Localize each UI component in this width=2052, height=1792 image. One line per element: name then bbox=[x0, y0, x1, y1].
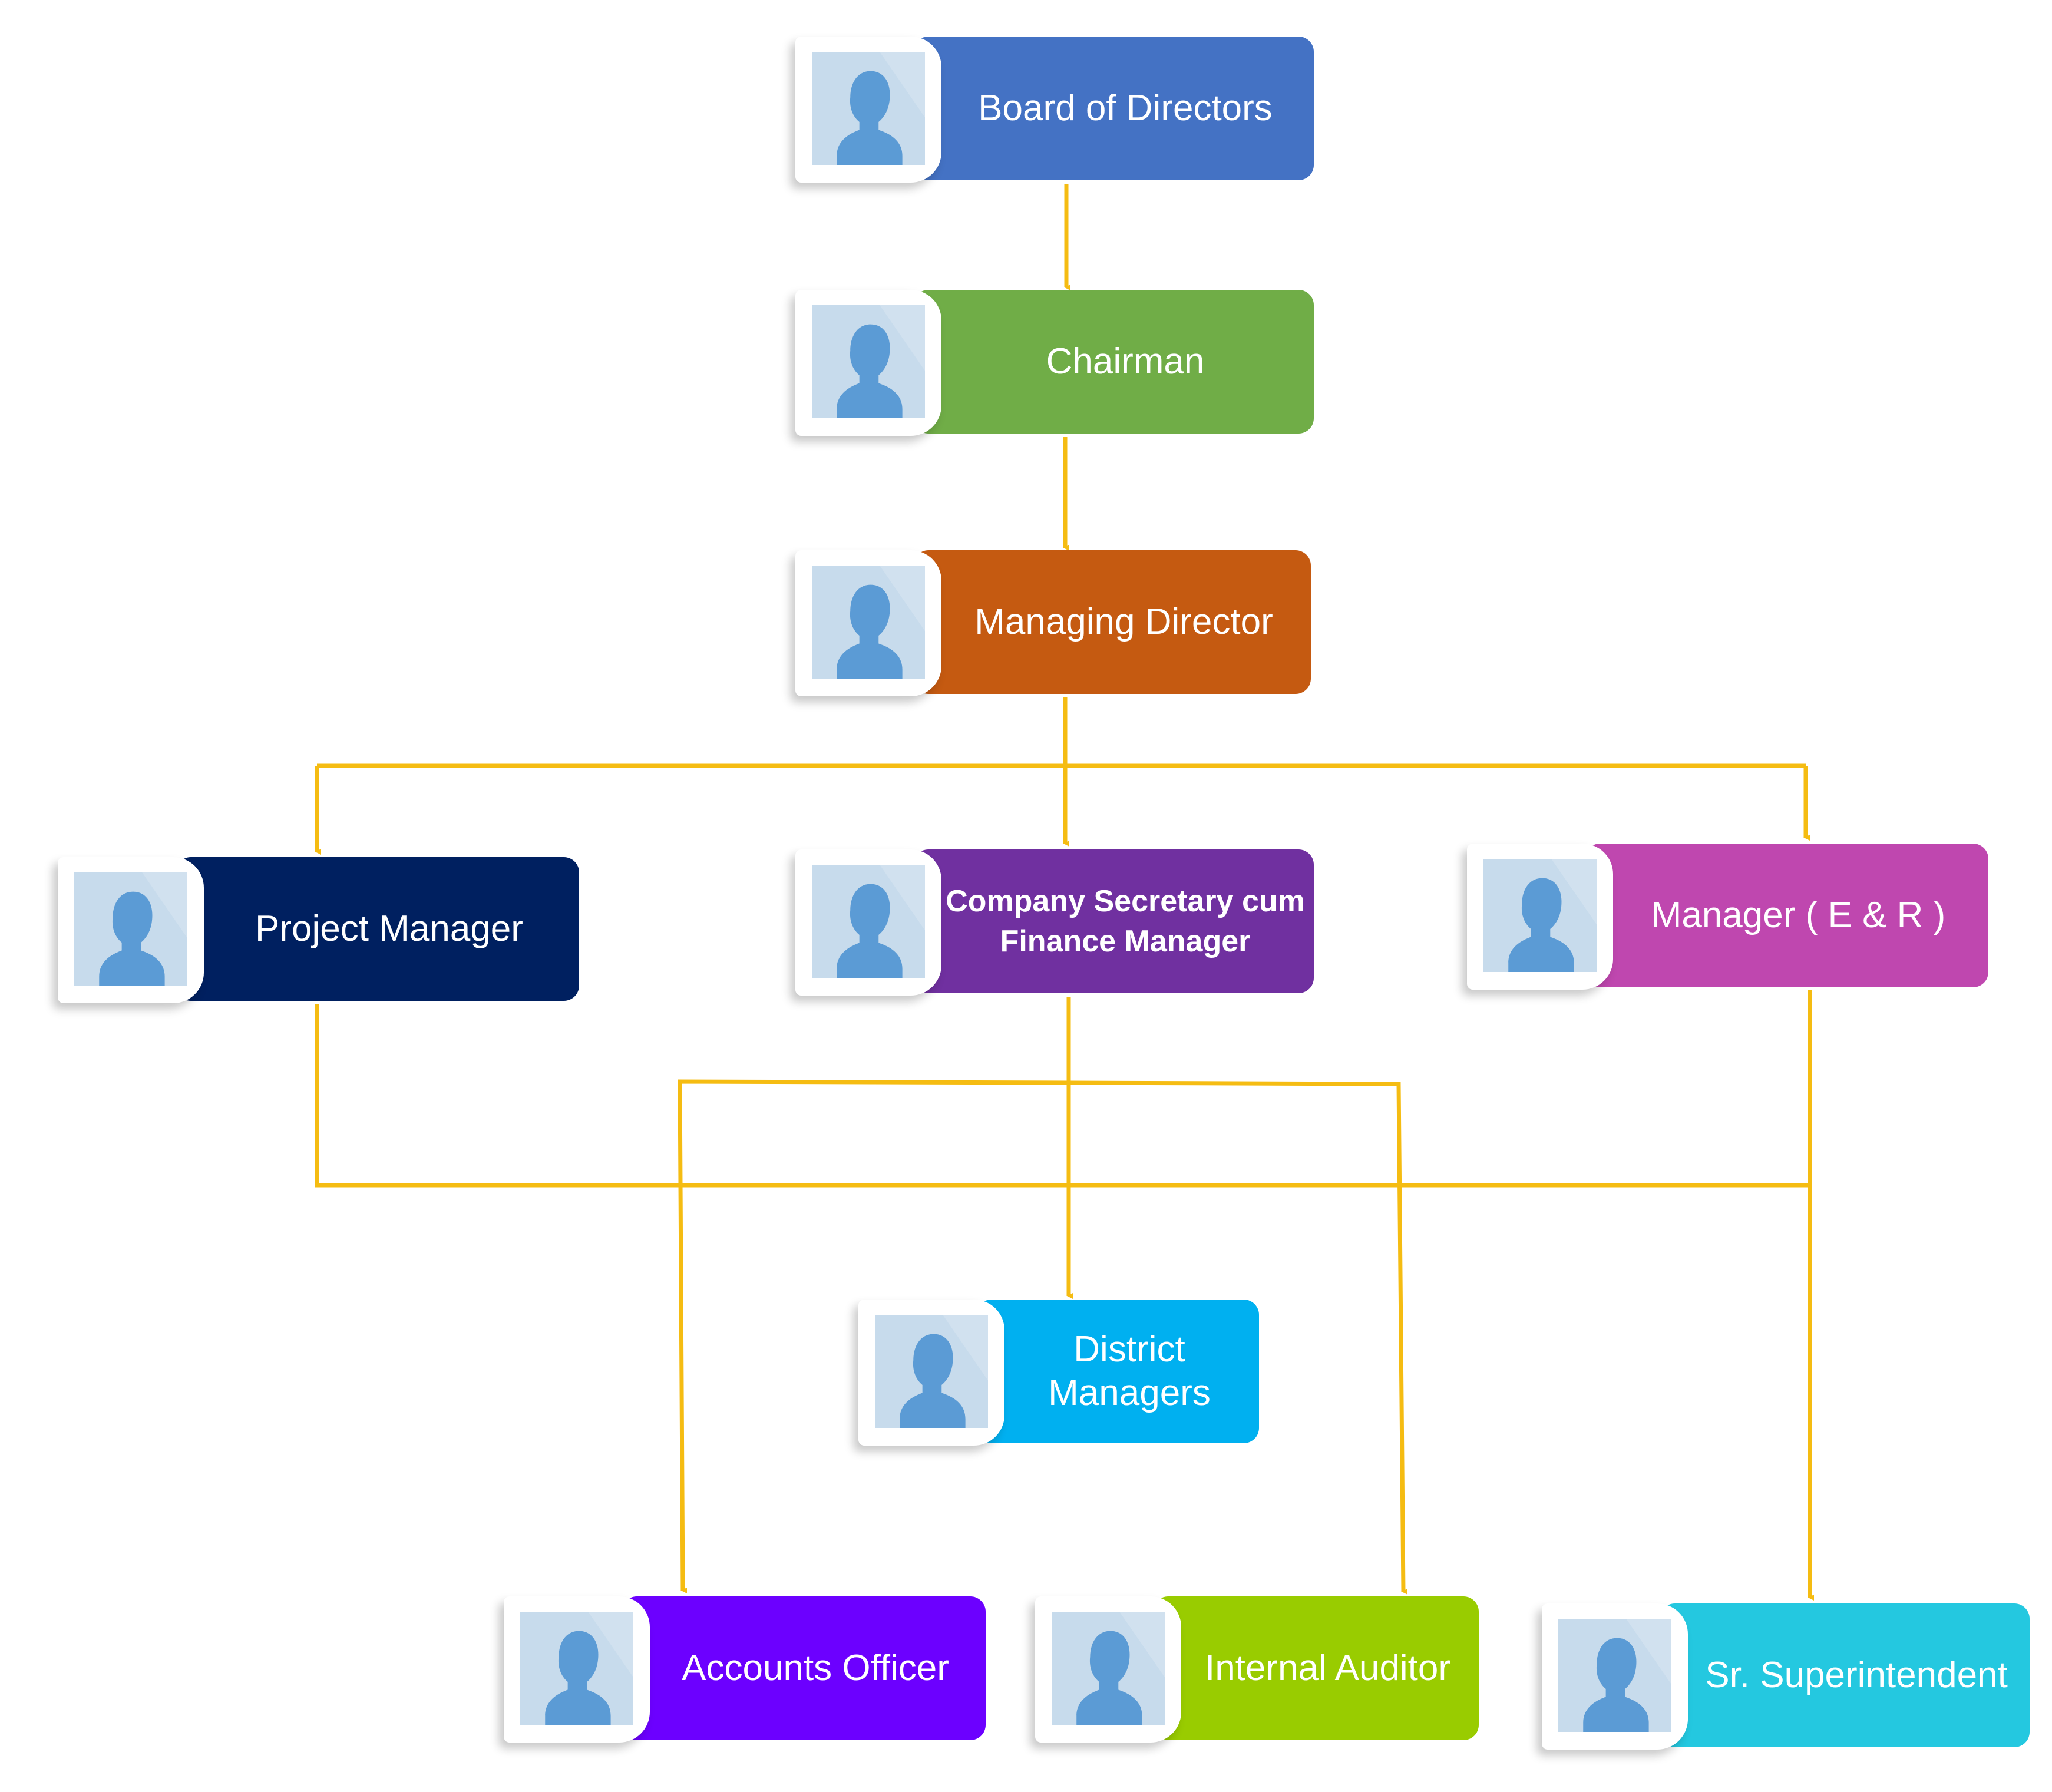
node-box: Internal Auditor bbox=[1153, 1596, 1479, 1740]
person-silhouette-icon bbox=[1052, 1612, 1165, 1725]
person-silhouette-icon bbox=[812, 865, 925, 978]
node-district-managers: District Managers bbox=[858, 1300, 1259, 1446]
node-chairman: Chairman bbox=[795, 290, 1314, 436]
avatar-frame bbox=[1467, 844, 1613, 990]
avatar-frame bbox=[504, 1596, 650, 1743]
node-box: Manager ( E & R ) bbox=[1585, 844, 1988, 987]
node-label: Chairman bbox=[1046, 341, 1205, 382]
person-silhouette-icon bbox=[875, 1315, 988, 1428]
node-box: District Managers bbox=[976, 1300, 1259, 1443]
node-label: Project Manager bbox=[255, 908, 523, 949]
node-label: Manager ( E & R ) bbox=[1651, 895, 1946, 935]
avatar-frame bbox=[1035, 1596, 1181, 1743]
person-silhouette-icon bbox=[812, 52, 925, 165]
node-internal-auditor: Internal Auditor bbox=[1035, 1596, 1479, 1743]
node-label: Accounts Officer bbox=[682, 1648, 949, 1688]
avatar-frame bbox=[795, 290, 941, 436]
connector-line bbox=[315, 1004, 1810, 1188]
node-company-secretary: Company Secretary cum Finance Manager bbox=[795, 849, 1314, 996]
node-manager-e-r: Manager ( E & R ) bbox=[1467, 844, 1988, 990]
person-silhouette-icon bbox=[1558, 1619, 1671, 1732]
node-label-line-1: Company Secretary cum bbox=[946, 884, 1305, 918]
node-label-line-1: District bbox=[1073, 1329, 1185, 1370]
node-project-manager: Project Manager bbox=[58, 857, 579, 1003]
person-silhouette-icon bbox=[812, 566, 925, 679]
node-box: Board of Directors bbox=[913, 37, 1314, 180]
node-label: Sr. Superintendent bbox=[1705, 1655, 2008, 1695]
avatar-frame bbox=[58, 857, 204, 1003]
node-managing-director: Managing Director bbox=[795, 550, 1311, 696]
connector-arrow bbox=[1068, 1080, 1408, 1595]
node-box: Chairman bbox=[913, 290, 1314, 434]
node-board-of-directors: Board of Directors bbox=[795, 37, 1314, 183]
node-box: Accounts Officer bbox=[622, 1596, 986, 1740]
node-label: Board of Directors bbox=[978, 88, 1273, 128]
node-box: Company Secretary cum Finance Manager bbox=[913, 849, 1314, 993]
person-silhouette-icon bbox=[520, 1612, 633, 1725]
node-sr-superintendent: Sr. Superintendent bbox=[1542, 1603, 2030, 1750]
node-label-line-2: Managers bbox=[1048, 1373, 1211, 1413]
connector-arrow bbox=[678, 1079, 1069, 1593]
node-box: Managing Director bbox=[913, 550, 1311, 694]
node-box: Project Manager bbox=[176, 857, 579, 1001]
person-silhouette-icon bbox=[1483, 859, 1597, 972]
person-silhouette-icon bbox=[812, 305, 925, 418]
avatar-frame bbox=[858, 1300, 1004, 1446]
node-accounts-officer: Accounts Officer bbox=[504, 1596, 986, 1743]
node-box: Sr. Superintendent bbox=[1660, 1603, 2030, 1747]
avatar-frame bbox=[795, 550, 941, 696]
node-label: Managing Director bbox=[974, 601, 1273, 642]
person-silhouette-icon bbox=[74, 872, 187, 986]
avatar-frame bbox=[1542, 1603, 1688, 1750]
avatar-frame bbox=[795, 37, 941, 183]
node-label-line-2: Finance Manager bbox=[1000, 924, 1251, 958]
node-label: Internal Auditor bbox=[1204, 1648, 1451, 1688]
avatar-frame bbox=[795, 849, 941, 996]
